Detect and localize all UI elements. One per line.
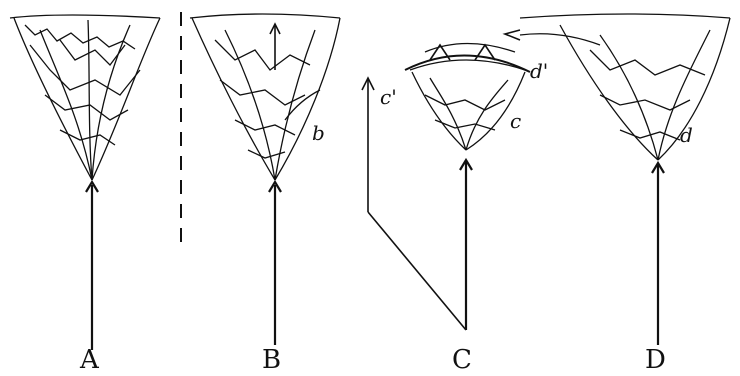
network-b [190, 14, 340, 180]
label-c-small: c [510, 109, 521, 133]
stems [86, 24, 664, 350]
network-a [10, 15, 160, 180]
label-c-prime: c' [380, 85, 397, 109]
network-d [520, 14, 730, 160]
label-c: C [452, 345, 472, 375]
c-arc [405, 55, 530, 72]
label-d-small: d [680, 123, 693, 147]
label-b-small: b [312, 121, 325, 145]
label-d-prime: d' [530, 59, 548, 83]
label-d: D [645, 345, 666, 375]
network-c [410, 44, 525, 151]
label-a: A [79, 345, 100, 375]
label-b: B [262, 345, 281, 375]
